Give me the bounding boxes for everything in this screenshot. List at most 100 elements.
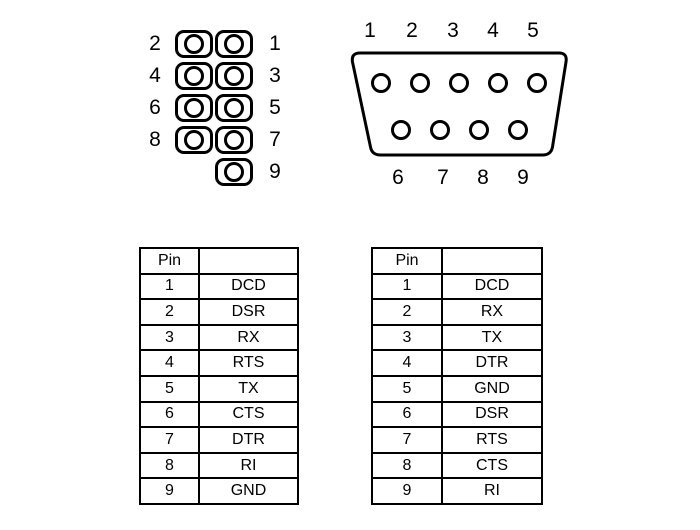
signal-cell: RTS bbox=[198, 349, 299, 377]
db9-pin-label-1: 1 bbox=[364, 19, 376, 42]
db9-pin-label-9: 9 bbox=[517, 166, 529, 189]
signal-cell: DTR bbox=[441, 349, 543, 377]
column-header-signal bbox=[198, 247, 299, 275]
header-pin-3 bbox=[215, 62, 253, 90]
header-pin-8 bbox=[175, 126, 213, 154]
signal-cell: GND bbox=[198, 477, 299, 505]
pin-cell: 3 bbox=[139, 323, 200, 352]
db9-pin-label-4: 4 bbox=[487, 19, 499, 42]
db9-pin-label-6: 6 bbox=[392, 166, 404, 189]
pin-cell: 4 bbox=[371, 349, 443, 377]
pin-cell: 5 bbox=[139, 374, 200, 403]
signal-cell: RI bbox=[441, 477, 543, 505]
pin-hole-icon bbox=[184, 34, 204, 54]
signal-cell: RTS bbox=[441, 426, 543, 454]
pin-hole-icon bbox=[224, 162, 244, 182]
pin-cell: 2 bbox=[371, 298, 443, 326]
pin-cell: 9 bbox=[371, 477, 443, 505]
pin-cell: 5 bbox=[371, 374, 443, 403]
signal-cell: DCD bbox=[441, 272, 543, 301]
signal-cell: DCD bbox=[198, 272, 299, 301]
db9-pin-label-5: 5 bbox=[527, 19, 539, 42]
header-pin-label-2: 2 bbox=[149, 32, 161, 55]
pin-cell: 2 bbox=[139, 298, 200, 326]
signal-cell: CTS bbox=[198, 400, 299, 429]
header-pin-9 bbox=[215, 158, 253, 186]
signal-cell: TX bbox=[198, 374, 299, 403]
pin-hole-icon bbox=[224, 130, 244, 150]
header-pin-label-1: 1 bbox=[269, 32, 281, 55]
header-pin-label-9: 9 bbox=[269, 160, 281, 183]
pin-cell: 6 bbox=[371, 400, 443, 429]
header-pin-4 bbox=[175, 62, 213, 90]
table-header-row: Pin bbox=[139, 247, 299, 275]
db9-pin-6-hole bbox=[391, 120, 411, 140]
header-pin-2 bbox=[175, 30, 213, 58]
signal-cell: RX bbox=[441, 298, 543, 326]
pin-hole-icon bbox=[184, 66, 204, 86]
db9-pin-2-hole bbox=[410, 73, 430, 93]
header-pin-label-5: 5 bbox=[269, 96, 281, 119]
db9-pin-8-hole bbox=[469, 120, 489, 140]
db9-pin-4-hole bbox=[488, 73, 508, 93]
header-pin-1 bbox=[215, 30, 253, 58]
column-header-pin: Pin bbox=[371, 247, 443, 275]
pin-cell: 8 bbox=[139, 451, 200, 480]
pin-cell: 8 bbox=[371, 451, 443, 480]
signal-cell: DTR bbox=[198, 426, 299, 454]
pin-hole-icon bbox=[224, 34, 244, 54]
signal-cell: DSR bbox=[198, 298, 299, 326]
pin-cell: 7 bbox=[139, 426, 200, 454]
pin-cell: 1 bbox=[139, 272, 200, 301]
pin-cell: 7 bbox=[371, 426, 443, 454]
db9-shell bbox=[350, 51, 568, 157]
column-header-pin: Pin bbox=[139, 247, 200, 275]
header-pin-7 bbox=[215, 126, 253, 154]
pin-cell: 1 bbox=[371, 272, 443, 301]
header-pin-5 bbox=[215, 94, 253, 122]
pin-hole-icon bbox=[184, 98, 204, 118]
db9-pin-label-8: 8 bbox=[477, 166, 489, 189]
db9-pin-label-7: 7 bbox=[437, 166, 449, 189]
db9-pin-3-hole bbox=[449, 73, 469, 93]
db9-pin-7-hole bbox=[430, 120, 450, 140]
pin-cell: 3 bbox=[371, 323, 443, 352]
column-header-signal bbox=[441, 247, 543, 275]
db9-pin-label-3: 3 bbox=[447, 19, 459, 42]
signal-cell: GND bbox=[441, 374, 543, 403]
pin-cell: 4 bbox=[139, 349, 200, 377]
pin-hole-icon bbox=[224, 66, 244, 86]
signal-cell: RX bbox=[198, 323, 299, 352]
db9-shell-outline bbox=[350, 51, 568, 157]
signal-cell: RI bbox=[198, 451, 299, 480]
pin-cell: 9 bbox=[139, 477, 200, 505]
header-pin-label-6: 6 bbox=[149, 96, 161, 119]
signal-cell: TX bbox=[441, 323, 543, 352]
db9-pin-9-hole bbox=[508, 120, 528, 140]
db9-pin-5-hole bbox=[527, 73, 547, 93]
header-pin-label-4: 4 bbox=[149, 64, 161, 87]
pin-hole-icon bbox=[184, 130, 204, 150]
header-pin-label-7: 7 bbox=[269, 128, 281, 151]
signal-cell: CTS bbox=[441, 451, 543, 480]
pin-hole-icon bbox=[224, 98, 244, 118]
db9-pin-label-2: 2 bbox=[406, 19, 418, 42]
